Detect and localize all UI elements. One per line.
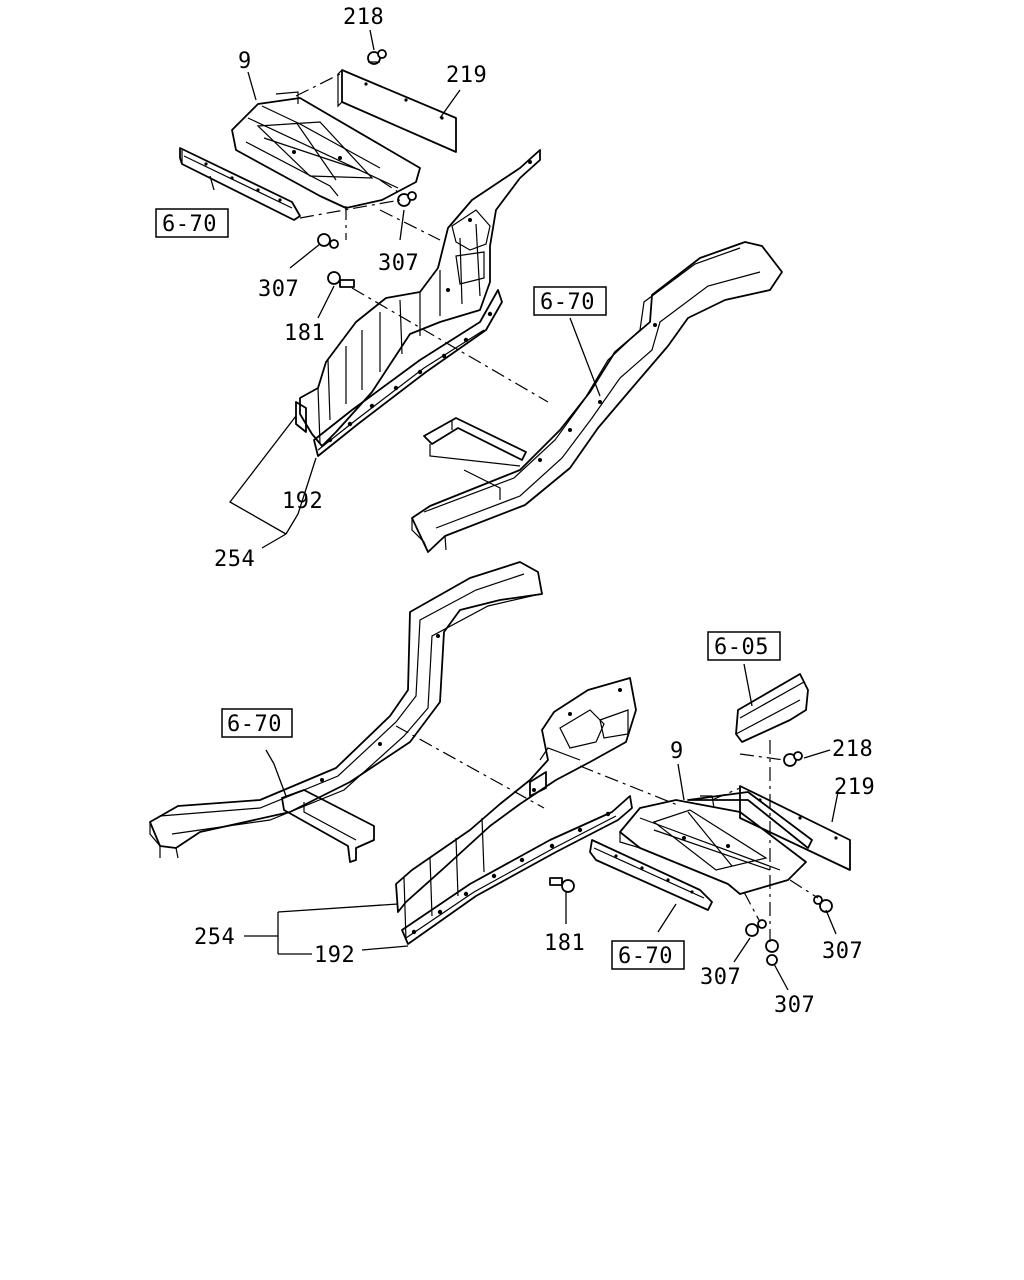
bottom-bolt-181 (549, 877, 575, 893)
top-tray-bracket (179, 147, 301, 221)
bottom-ref-guard: 6-05 (707, 631, 781, 661)
callout-218: 218 (832, 737, 873, 762)
callout-254: 254 (214, 547, 255, 572)
callout-192: 192 (314, 943, 355, 968)
callout-192: 192 (282, 489, 323, 514)
bottom-bolt-307-bottom (765, 939, 779, 966)
top-ref-frame: 6-70 (533, 286, 607, 316)
top-bolt-307-right (397, 191, 417, 207)
top-assembly: 218 9 219 307 307 181 192 254 6-70 6-70 (155, 5, 783, 572)
callout-307-right: 307 (822, 939, 863, 964)
ref-label: 6-70 (540, 290, 595, 315)
top-bolt-307-left (317, 233, 339, 249)
callout-9: 9 (238, 49, 252, 74)
callout-254: 254 (194, 925, 235, 950)
bottom-ref-bracket: 6-70 (611, 940, 685, 970)
top-bolt-218 (367, 49, 387, 65)
callout-181: 181 (284, 321, 325, 346)
callout-307-right: 307 (378, 251, 419, 276)
top-bolt-181 (327, 271, 355, 288)
top-ref-bracket: 6-70 (155, 208, 229, 238)
bottom-guard (735, 673, 809, 743)
callout-307-left: 307 (258, 277, 299, 302)
top-frame-rail (411, 241, 783, 553)
bottom-long-bracket (395, 677, 637, 945)
bottom-battery-tray (619, 791, 813, 895)
callout-181: 181 (544, 931, 585, 956)
top-cover-plate (337, 69, 457, 153)
top-battery-tray (231, 91, 421, 209)
callout-219: 219 (446, 63, 487, 88)
bottom-bolt-307-right (813, 895, 833, 913)
ref-label: 6-70 (618, 944, 673, 969)
bottom-cover-plate (739, 785, 851, 871)
top-long-bracket (295, 149, 541, 457)
bottom-frame-rail (149, 561, 543, 863)
bottom-tray-bracket (589, 839, 713, 911)
bottom-bolt-218 (783, 751, 803, 767)
bottom-bolt-307-center (745, 919, 767, 937)
callout-307-bottom: 307 (774, 993, 815, 1018)
bottom-ref-frame: 6-70 (221, 708, 293, 738)
ref-label: 6-70 (162, 212, 217, 237)
ref-label: 6-05 (714, 635, 769, 660)
bottom-assembly: 9 218 219 254 192 181 307 307 307 6-70 6… (149, 561, 875, 1018)
callout-219: 219 (834, 775, 875, 800)
callout-9: 9 (670, 739, 684, 764)
callout-218: 218 (343, 5, 384, 30)
callout-307-center: 307 (700, 965, 741, 990)
ref-label: 6-70 (227, 712, 282, 737)
